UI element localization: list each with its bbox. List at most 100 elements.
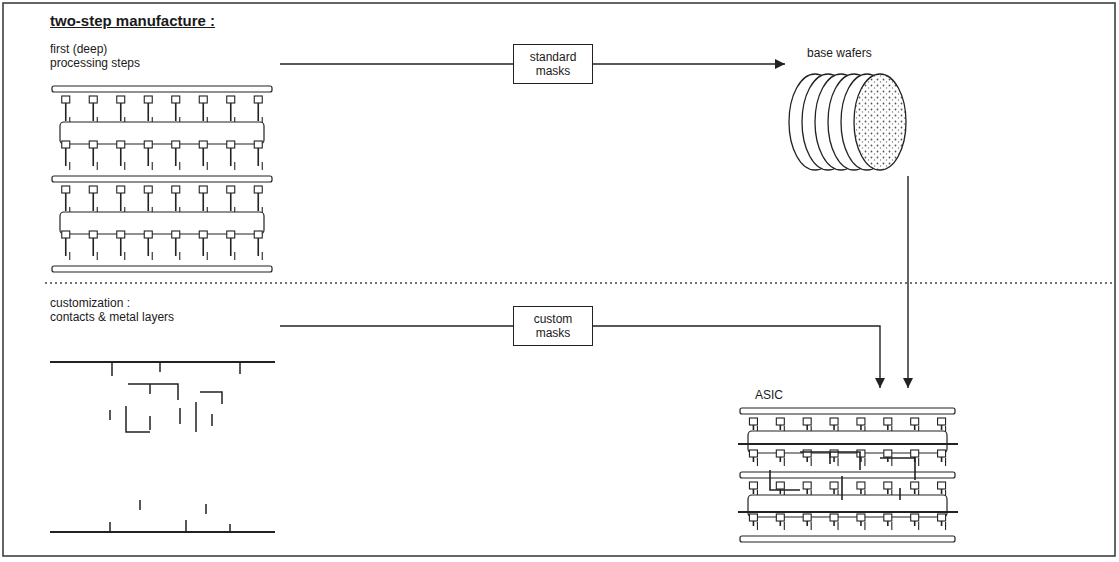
gate bbox=[806, 521, 808, 526]
metal-path bbox=[128, 384, 222, 404]
device bbox=[830, 514, 838, 521]
transistor-array bbox=[52, 86, 272, 272]
gate-tick bbox=[124, 252, 125, 260]
gate bbox=[65, 148, 67, 166]
gate bbox=[175, 103, 177, 121]
gate bbox=[202, 103, 204, 121]
device bbox=[199, 231, 207, 238]
gate-tick bbox=[784, 522, 785, 530]
node-heading: first (deep) processing steps bbox=[50, 42, 154, 70]
gate bbox=[833, 489, 835, 494]
gate bbox=[257, 103, 259, 121]
gate bbox=[120, 193, 122, 211]
device bbox=[857, 450, 865, 457]
device bbox=[199, 141, 207, 148]
gate bbox=[753, 521, 755, 526]
node-heading: customization : contacts & metal layers bbox=[50, 296, 178, 324]
gate bbox=[860, 489, 862, 494]
device bbox=[911, 418, 919, 425]
device bbox=[227, 231, 235, 238]
device bbox=[144, 186, 152, 193]
gate bbox=[753, 457, 755, 462]
flow-arrow bbox=[280, 325, 513, 326]
gate-tick bbox=[918, 522, 919, 530]
box-label: custom masks bbox=[518, 312, 588, 340]
gate bbox=[257, 238, 259, 256]
illustration-node: first (deep) processing steps bbox=[48, 42, 280, 276]
gate bbox=[230, 103, 232, 121]
rail bbox=[740, 472, 955, 478]
device bbox=[749, 418, 757, 425]
gate-tick bbox=[811, 522, 812, 530]
gate-tick bbox=[207, 162, 208, 170]
gate-tick bbox=[234, 162, 235, 170]
gate bbox=[175, 148, 177, 166]
illustration-node: base wafers bbox=[785, 44, 945, 176]
rail bbox=[740, 536, 955, 542]
mask-box: custom masks bbox=[513, 306, 593, 346]
device bbox=[803, 450, 811, 457]
device bbox=[911, 450, 919, 457]
gate bbox=[92, 103, 94, 121]
device bbox=[89, 231, 97, 238]
gate bbox=[230, 148, 232, 166]
device bbox=[857, 418, 865, 425]
gate-tick bbox=[179, 162, 180, 170]
device bbox=[938, 514, 946, 521]
gate-tick bbox=[838, 458, 839, 466]
gate-tick bbox=[152, 252, 153, 260]
gate bbox=[914, 521, 916, 526]
device bbox=[911, 514, 919, 521]
gate-tick bbox=[811, 458, 812, 466]
device bbox=[227, 186, 235, 193]
gate-tick bbox=[757, 522, 758, 530]
metal-line bbox=[50, 361, 275, 363]
gate bbox=[914, 489, 916, 494]
device bbox=[830, 418, 838, 425]
gate bbox=[806, 425, 808, 430]
device bbox=[776, 418, 784, 425]
gate bbox=[257, 148, 259, 166]
gate bbox=[806, 457, 808, 462]
mask-box: standard masks bbox=[513, 44, 593, 84]
gate-tick bbox=[945, 458, 946, 466]
gate-tick bbox=[891, 522, 892, 530]
gate bbox=[120, 148, 122, 166]
gate-tick bbox=[891, 458, 892, 466]
device bbox=[749, 450, 757, 457]
device bbox=[172, 231, 180, 238]
illustration-node: customization : contacts & metal layers bbox=[48, 294, 280, 542]
flow-arrow bbox=[907, 176, 908, 388]
device bbox=[62, 186, 70, 193]
gate bbox=[202, 148, 204, 166]
flow-arrow bbox=[593, 326, 880, 388]
device bbox=[830, 482, 838, 489]
gate bbox=[147, 193, 149, 211]
gate bbox=[120, 103, 122, 121]
device bbox=[254, 96, 262, 103]
device bbox=[254, 231, 262, 238]
gate-tick bbox=[262, 162, 263, 170]
device bbox=[227, 96, 235, 103]
gate bbox=[833, 457, 835, 462]
device bbox=[938, 482, 946, 489]
metal-line bbox=[50, 531, 275, 533]
flow-arrow bbox=[280, 63, 513, 64]
gate-tick bbox=[152, 162, 153, 170]
gate bbox=[753, 425, 755, 430]
rail bbox=[52, 86, 272, 92]
node-heading: base wafers bbox=[807, 46, 927, 60]
gate bbox=[941, 457, 943, 462]
device bbox=[749, 514, 757, 521]
contact bbox=[112, 362, 240, 376]
gate bbox=[753, 489, 755, 494]
device bbox=[803, 514, 811, 521]
box-label: standard masks bbox=[518, 50, 588, 78]
device bbox=[776, 482, 784, 489]
rail bbox=[52, 266, 272, 272]
gate bbox=[92, 193, 94, 211]
gate-tick bbox=[179, 252, 180, 260]
gate bbox=[92, 148, 94, 166]
gate-tick bbox=[838, 522, 839, 530]
